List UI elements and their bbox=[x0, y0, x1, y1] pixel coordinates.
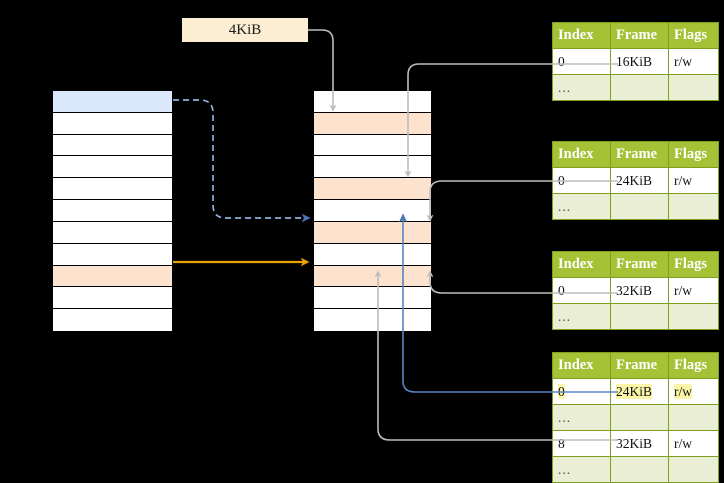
cell-frame bbox=[610, 74, 669, 101]
cell-flags: r/w bbox=[668, 430, 719, 457]
cell-flags bbox=[668, 193, 719, 220]
cell-index: 0 bbox=[552, 277, 611, 304]
physical-memory-row-2 bbox=[314, 134, 431, 157]
column-header-index: Index bbox=[552, 352, 611, 379]
cell-index: 8 bbox=[552, 430, 611, 457]
virtual-address-space-row-7 bbox=[53, 243, 172, 266]
cell-flags bbox=[668, 303, 719, 330]
physical-memory-row-0 bbox=[314, 91, 431, 113]
cell-index: ... bbox=[552, 404, 611, 431]
virtual-address-space-row-4 bbox=[53, 178, 172, 201]
column-header-flags: Flags bbox=[668, 22, 719, 49]
table-row[interactable]: ... bbox=[552, 74, 719, 101]
column-header-index: Index bbox=[552, 141, 611, 168]
table-row[interactable]: ... bbox=[552, 404, 719, 431]
column-header-flags: Flags bbox=[668, 141, 719, 168]
cell-flags: r/w bbox=[668, 378, 719, 405]
cell-frame bbox=[610, 303, 669, 330]
highlighted-value: r/w bbox=[674, 383, 692, 399]
physical-memory-row-10 bbox=[314, 309, 431, 331]
cell-index: 0 bbox=[552, 48, 611, 75]
virtual-address-space-row-3 bbox=[53, 156, 172, 179]
physical-memory-row-9 bbox=[314, 287, 431, 310]
cell-flags bbox=[668, 74, 719, 101]
cell-frame: 24KiB bbox=[610, 378, 669, 405]
virtual-address-space-row-10 bbox=[53, 309, 172, 331]
table-row[interactable]: ... bbox=[552, 456, 719, 483]
virtual-address-space-row-2 bbox=[53, 134, 172, 157]
table-row[interactable]: 0 24KiB r/w bbox=[552, 378, 719, 405]
highlighted-value: 0 bbox=[558, 383, 565, 399]
cell-frame: 32KiB bbox=[610, 430, 669, 457]
cell-frame: 24KiB bbox=[610, 167, 669, 194]
virtual-address-space-row-8 bbox=[53, 265, 172, 288]
virtual-address-space-row-5 bbox=[53, 200, 172, 222]
cell-index: 0 bbox=[552, 378, 611, 405]
cell-index: ... bbox=[552, 456, 611, 483]
table-row[interactable]: ... bbox=[552, 303, 719, 330]
column-header-index: Index bbox=[552, 251, 611, 278]
page-size-label: 4KiB bbox=[182, 18, 308, 42]
physical-memory-row-3 bbox=[314, 156, 431, 179]
cell-index: ... bbox=[552, 303, 611, 330]
column-header-frame: Frame bbox=[610, 251, 669, 278]
connector-left-row1-dashed bbox=[173, 99, 311, 223]
cell-flags bbox=[668, 456, 719, 483]
cell-flags: r/w bbox=[668, 167, 719, 194]
cell-frame bbox=[610, 193, 669, 220]
column-header-index: Index bbox=[552, 22, 611, 49]
table-row[interactable]: ... bbox=[552, 193, 719, 220]
physical-memory-row-6 bbox=[314, 221, 431, 244]
physical-memory-row-8 bbox=[314, 265, 431, 288]
virtual-address-space-row-1 bbox=[53, 112, 172, 135]
virtual-address-space-row-9 bbox=[53, 287, 172, 310]
column-header-flags: Flags bbox=[668, 352, 719, 379]
cell-index: ... bbox=[552, 74, 611, 101]
physical-memory-row-5 bbox=[314, 200, 431, 222]
physical-memory-row-7 bbox=[314, 243, 431, 266]
page-size-label-text: 4KiB bbox=[228, 21, 262, 38]
cell-flags bbox=[668, 404, 719, 431]
physical-memory-row-1 bbox=[314, 112, 431, 135]
column-header-frame: Frame bbox=[610, 141, 669, 168]
cell-frame: 32KiB bbox=[610, 277, 669, 304]
physical-memory-column bbox=[313, 90, 432, 331]
cell-index: 0 bbox=[552, 167, 611, 194]
cell-frame bbox=[610, 404, 669, 431]
column-header-frame: Frame bbox=[610, 22, 669, 49]
cell-flags: r/w bbox=[668, 277, 719, 304]
column-header-frame: Frame bbox=[610, 352, 669, 379]
virtual-address-space-row-6 bbox=[53, 221, 172, 244]
column-header-flags: Flags bbox=[668, 251, 719, 278]
cell-index: ... bbox=[552, 193, 611, 220]
cell-frame bbox=[610, 456, 669, 483]
physical-memory-row-4 bbox=[314, 178, 431, 201]
virtual-address-space-row-0 bbox=[53, 91, 172, 113]
cell-flags: r/w bbox=[668, 48, 719, 75]
highlighted-value: 24KiB bbox=[616, 383, 653, 399]
virtual-address-space-column bbox=[52, 90, 173, 331]
cell-frame: 16KiB bbox=[610, 48, 669, 75]
